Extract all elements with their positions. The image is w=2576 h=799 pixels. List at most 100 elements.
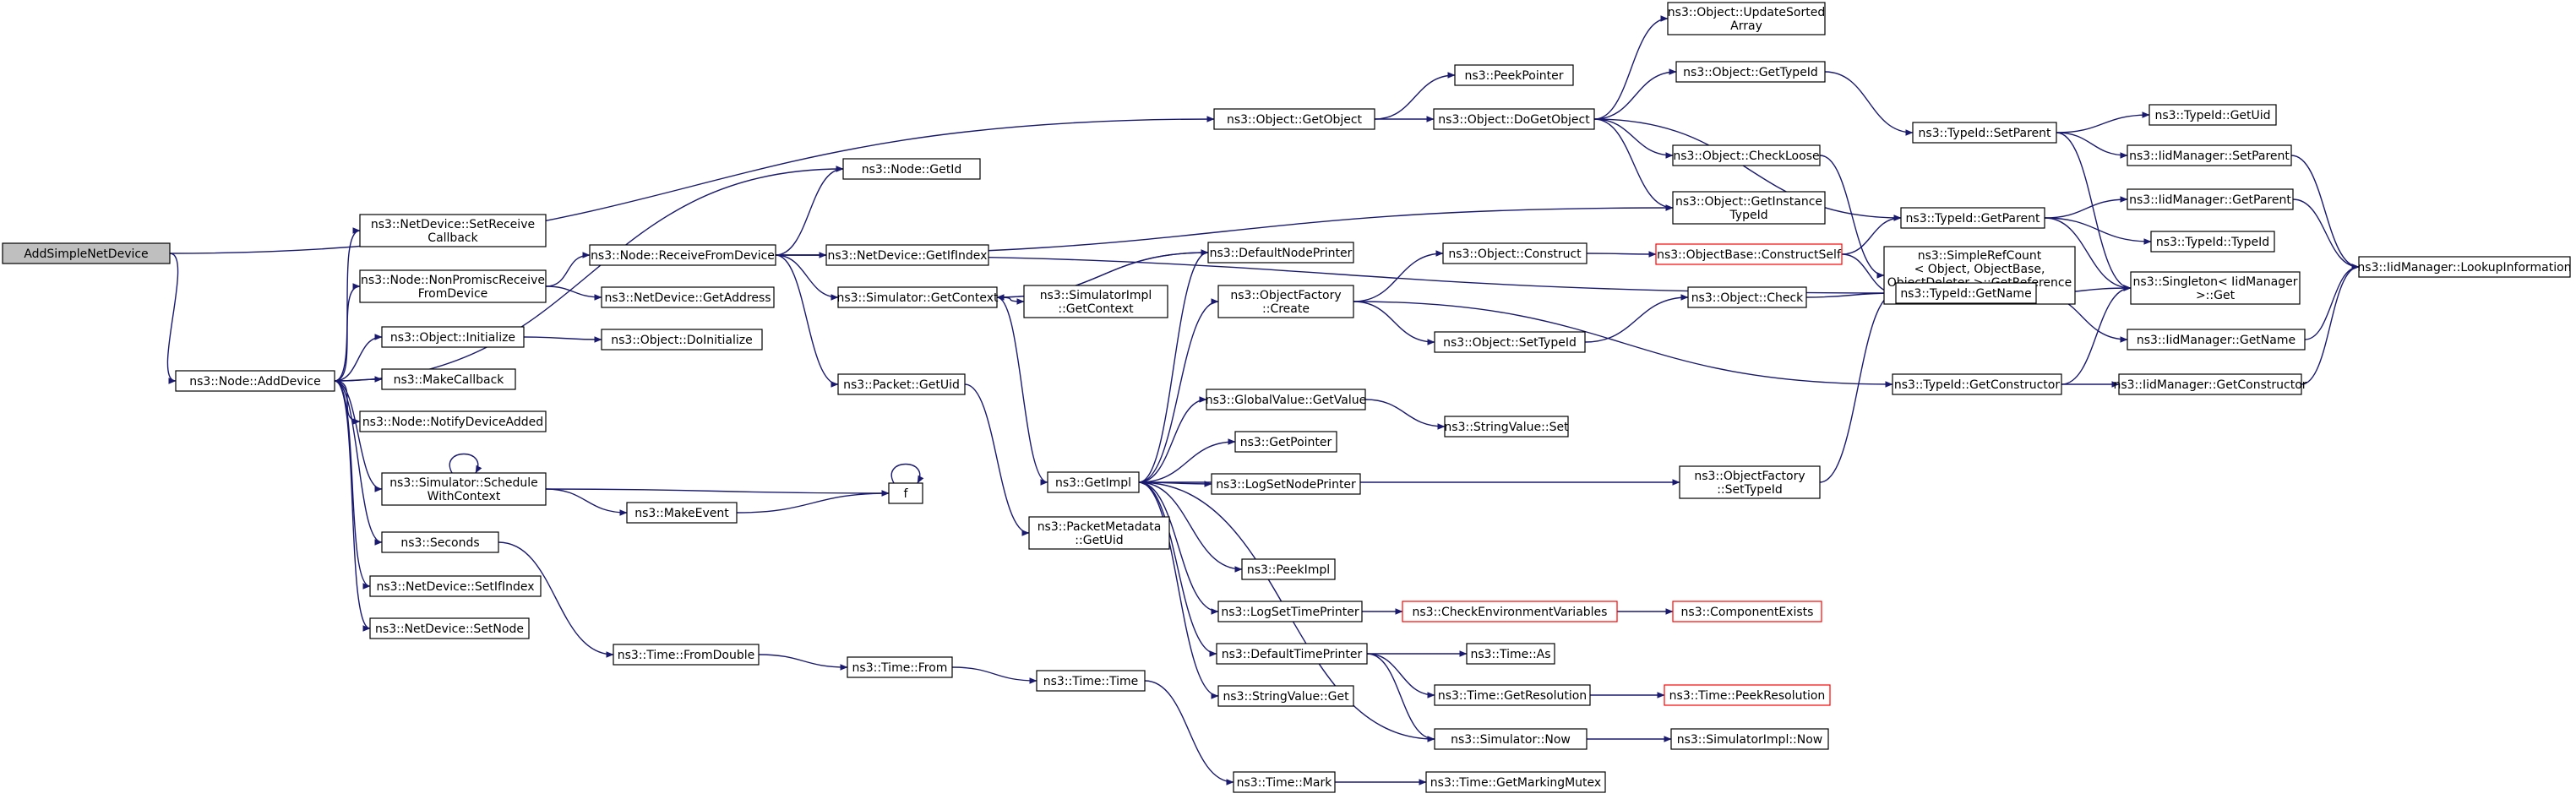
node-box (1036, 670, 1146, 692)
graph-node[interactable]: ns3::Time::GetMarkingMutex (1425, 771, 1606, 793)
node-box (837, 373, 966, 395)
node-box (1206, 389, 1366, 410)
graph-node[interactable]: ns3::Node::GetId (842, 158, 981, 180)
node-label: < Object, ObjectBase, (1914, 263, 2045, 276)
graph-node[interactable]: ns3::TypeId::GetUid (2148, 104, 2277, 126)
graph-node[interactable]: ns3::Object::GetTypeId (1675, 61, 1826, 83)
graph-node[interactable]: ns3::Object::DoInitialize (601, 329, 763, 351)
graph-node[interactable]: ns3::SimulatorImpl::GetContext (1023, 285, 1168, 318)
graph-node[interactable]: ns3::PeekImpl (1241, 558, 1336, 580)
graph-node[interactable]: ns3::MakeCallback (381, 368, 516, 390)
graph-node[interactable]: ns3::Time::From (847, 656, 953, 678)
graph-node[interactable]: ns3::Time::Mark (1233, 771, 1336, 793)
call-edge (736, 490, 890, 514)
graph-node[interactable]: ns3::IidManager::GetName (2127, 329, 2306, 351)
node-box (2127, 329, 2306, 351)
graph-node[interactable]: ns3::Singleton< IidManager>::Get (2130, 271, 2301, 305)
graph-node[interactable]: ns3::NetDevice::SetIfIndex (369, 575, 542, 597)
graph-node[interactable]: ns3::IidManager::SetParent (2127, 144, 2292, 166)
graph-node[interactable]: ns3::ComponentExists (1672, 601, 1822, 622)
graph-node[interactable]: ns3::LogSetTimePrinter (1217, 601, 1363, 622)
node-box (369, 575, 542, 597)
graph-node[interactable]: ns3::PacketMetadata::GetUid (1028, 516, 1170, 550)
graph-node[interactable]: ns3::ObjectFactory::Create (1217, 285, 1354, 318)
graph-node[interactable]: ns3::Node::ReceiveFromDevice (589, 244, 776, 266)
graph-node[interactable]: ns3::TypeId::GetParent (1900, 207, 2045, 229)
graph-node[interactable]: ns3::NetDevice::GetAddress (601, 286, 775, 308)
node-label: Callback (428, 231, 478, 245)
call-edge (1593, 118, 1902, 221)
node-box (1655, 243, 1843, 265)
graph-node[interactable]: ns3::Time::FromDouble (613, 644, 760, 666)
call-edge (2304, 264, 2360, 340)
graph-node[interactable]: ns3::TypeId::GetName (1895, 282, 2037, 304)
graph-node[interactable]: ns3::NetDevice::GetIfIndex (825, 244, 989, 266)
graph-node[interactable]: ns3::IidManager::GetConstructor (2113, 373, 2307, 395)
graph-node[interactable]: ns3::Object::CheckLoose (1672, 144, 1821, 166)
call-edge (449, 453, 482, 474)
graph-node[interactable]: ns3::Time::As (1466, 643, 1555, 665)
graph-node[interactable]: ns3::Seconds (381, 531, 499, 553)
graph-node[interactable]: ns3::Node::AddDevice (175, 370, 335, 392)
graph-node[interactable]: ns3::LogSetNodePrinter (1211, 473, 1361, 495)
node-label: ns3::Object::Check (1691, 291, 1804, 305)
graph-node[interactable]: ns3::IidManager::GetParent (2127, 188, 2294, 210)
node-label: ns3::TypeId::GetUid (2154, 109, 2270, 122)
graph-node[interactable]: ns3::PeekPointer (1454, 64, 1574, 86)
graph-node[interactable]: ns3::SimulatorImpl::Now (1670, 728, 1829, 750)
node-label: ns3::PeekPointer (1465, 69, 1564, 83)
node-label: ns3::PeekImpl (1247, 563, 1330, 577)
graph-node[interactable]: ns3::Object::DoGetObject (1433, 108, 1595, 130)
graph-node[interactable]: ns3::Simulator::GetContext (836, 286, 999, 308)
graph-node[interactable]: ns3::Time::GetResolution (1434, 684, 1591, 706)
graph-node[interactable]: ns3::IidManager::LookupInformation (2357, 256, 2572, 278)
graph-node[interactable]: ns3::TypeId::TypeId (2150, 231, 2275, 253)
graph-node[interactable]: ns3::GetPointer (1234, 431, 1337, 453)
graph-node[interactable]: ns3::Object::SetTypeId (1434, 331, 1586, 353)
call-edge (996, 296, 1048, 486)
graph-node[interactable]: f (888, 482, 923, 504)
graph-node[interactable]: ns3::Object::Initialize (381, 326, 525, 348)
node-box (381, 531, 499, 553)
node-label: ns3::IidManager::GetName (2137, 334, 2296, 347)
graph-node[interactable]: AddSimpleNetDevice (2, 242, 171, 264)
graph-node[interactable]: ns3::DefaultTimePrinter (1216, 643, 1368, 665)
graph-node[interactable]: ns3::GetImpl (1047, 471, 1140, 493)
graph-node[interactable]: ns3::Object::Check (1687, 286, 1807, 308)
node-box (601, 286, 775, 308)
call-edge (169, 116, 1215, 254)
graph-node[interactable]: ns3::Time::PeekResolution (1664, 684, 1831, 706)
node-box (1444, 416, 1569, 438)
node-box (1425, 771, 1606, 793)
call-edge (1138, 249, 1209, 483)
graph-node[interactable]: ns3::Object::GetObject (1213, 108, 1375, 130)
graph-node[interactable]: ns3::TypeId::SetParent (1912, 122, 2057, 144)
graph-node[interactable]: ns3::StringValue::Get (1217, 685, 1354, 707)
graph-node[interactable]: ns3::CheckEnvironmentVariables (1402, 601, 1618, 622)
graph-node[interactable]: ns3::Time::Time (1036, 670, 1146, 692)
call-edge (523, 336, 602, 343)
graph-node[interactable]: ns3::Object::Construct (1442, 242, 1588, 264)
graph-node[interactable]: ns3::Packet::GetUid (837, 373, 966, 395)
node-box (1047, 471, 1140, 493)
node-label: ns3::StringValue::Get (1223, 690, 1349, 704)
call-edge (1586, 251, 1657, 258)
graph-node[interactable]: ns3::TypeId::GetConstructor (1892, 373, 2062, 395)
graph-node[interactable]: ns3::GlobalValue::GetValue (1206, 389, 1366, 410)
graph-node[interactable]: ns3::ObjectFactory::SetTypeId (1679, 465, 1821, 499)
graph-node[interactable]: ns3::DefaultNodePrinter (1207, 242, 1354, 264)
node-label: ns3::Time::As (1470, 648, 1550, 661)
node-label: ns3::GetPointer (1240, 436, 1332, 449)
graph-node[interactable]: ns3::NetDevice::SetNode (369, 617, 530, 639)
graph-node[interactable]: ns3::Node::NotifyDeviceAdded (359, 410, 547, 432)
graph-node[interactable]: ns3::Simulator::Now (1434, 728, 1588, 750)
graph-node[interactable]: ns3::ObjectBase::ConstructSelf (1655, 243, 1843, 265)
call-edge (1366, 653, 1435, 742)
graph-node[interactable]: ns3::MakeEvent (626, 502, 738, 524)
graph-node[interactable]: ns3::StringValue::Set (1444, 416, 1569, 438)
